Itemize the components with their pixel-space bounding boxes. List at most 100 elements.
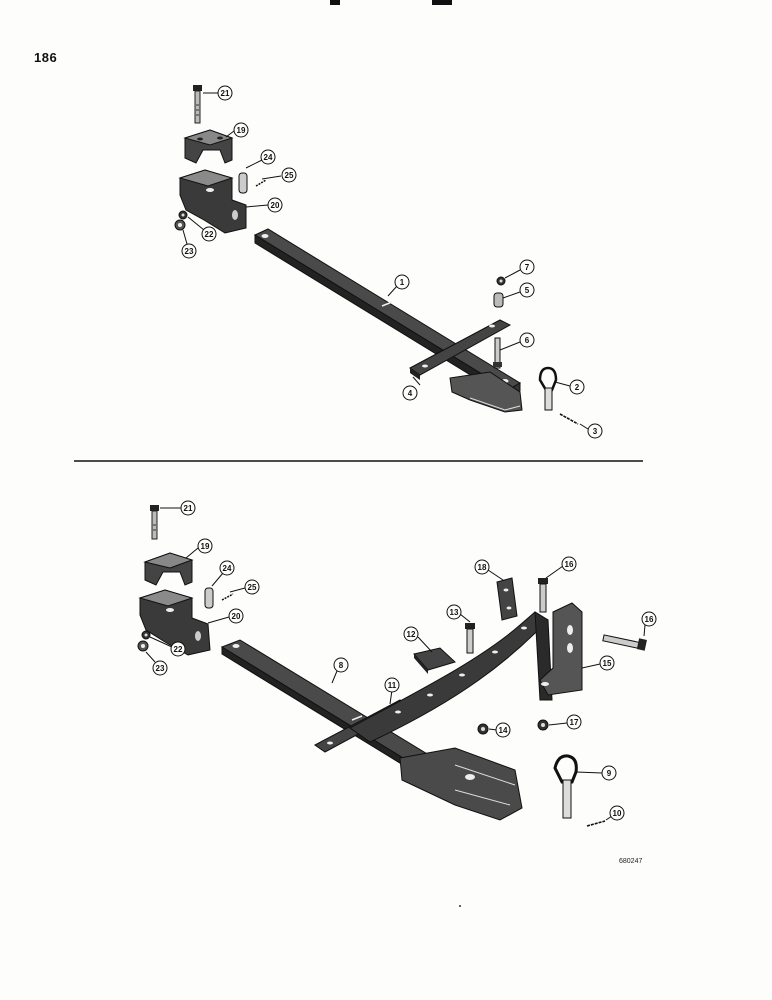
bolt-part-16 [538,578,548,613]
print-speck [459,905,461,907]
cotter-pin-part [221,593,234,601]
hitch-clevis-part [449,371,523,413]
nut-part-17 [537,719,549,731]
callout: 18 [474,559,490,575]
figure-code: 680247 [619,858,643,865]
svg-text:6: 6 [525,336,530,345]
nut-part-14 [477,723,489,735]
callout: 11 [384,677,400,693]
bolt-part [193,85,202,124]
plate-part [496,577,518,621]
callout: 20 [228,608,244,624]
cross-bar-part [409,319,512,380]
callout: 5 [519,282,535,298]
svg-text:15: 15 [603,659,612,668]
callout: 9 [601,765,617,781]
callout: 12 [403,626,419,642]
svg-text:22: 22 [205,230,214,239]
drawbar-part [253,228,521,399]
svg-text:10: 10 [613,809,622,818]
callout: 15 [599,655,615,671]
callout: 14 [495,722,511,738]
svg-text:25: 25 [285,171,294,180]
nut-part [141,630,151,640]
callout: 19 [233,122,249,138]
svg-text:21: 21 [221,89,230,98]
callout: 24 [260,149,276,165]
svg-text:19: 19 [237,126,246,135]
top-callouts: 21 19 24 25 20 22 23 1 7 5 6 4 2 3 [181,85,603,439]
bolt-part [150,505,159,540]
callout: 20 [267,197,283,213]
callout: 2 [569,379,585,395]
svg-text:12: 12 [407,630,416,639]
bottom-callouts: 21 19 24 25 20 22 23 18 16 13 12 16 15 8… [152,500,657,821]
svg-text:1: 1 [400,278,405,287]
callout: 6 [519,332,535,348]
pin-part [238,172,248,194]
svg-text:7: 7 [525,263,530,272]
cotter-pin-part-10 [586,820,606,827]
callout: 21 [180,500,196,516]
callout: 23 [181,243,197,259]
cotter-pin-part-3 [559,413,579,425]
svg-text:13: 13 [450,608,459,617]
callout: 24 [219,560,235,576]
offset-drawbar-part [349,611,553,743]
svg-text:20: 20 [271,201,280,210]
callout: 21 [217,85,233,101]
svg-text:8: 8 [339,661,344,670]
callout: 25 [244,579,260,595]
callout: 22 [201,226,217,242]
callout: 3 [587,423,603,439]
callout: 8 [333,657,349,673]
callout: 17 [566,714,582,730]
svg-text:21: 21 [184,504,193,513]
washer-part [137,640,149,652]
spacer-part [493,292,504,308]
callout: 4 [402,385,418,401]
svg-text:9: 9 [607,769,612,778]
svg-text:16: 16 [565,560,574,569]
drawbar-cap-part [183,129,234,164]
svg-text:2: 2 [575,383,580,392]
svg-text:24: 24 [223,564,232,573]
drawbar-support-part [178,169,247,234]
pin-part [204,587,214,609]
hitch-pin-part [553,754,578,819]
svg-text:19: 19 [201,542,210,551]
svg-text:23: 23 [185,247,194,256]
callout: 25 [281,167,297,183]
svg-text:23: 23 [156,664,165,673]
top-diagram: 21 19 24 25 20 22 23 1 7 5 6 4 2 3 [174,85,603,439]
drawbar-cap-part [143,552,194,586]
svg-text:14: 14 [499,726,508,735]
washer-part [174,219,186,231]
callout: 22 [170,641,186,657]
nut-part [178,210,188,220]
callout: 23 [152,660,168,676]
svg-text:24: 24 [264,153,273,162]
svg-text:4: 4 [408,389,413,398]
svg-text:22: 22 [174,645,183,654]
nut-part-7 [496,276,506,286]
hitch-pin-part [538,366,558,411]
cotter-pin-part [255,179,267,187]
svg-text:16: 16 [645,615,654,624]
page-number: 186 [34,50,58,65]
drawbar-support-part [138,589,211,656]
bolt-part-16b [602,634,647,651]
bolt-part-13 [465,623,475,654]
svg-text:11: 11 [388,681,397,690]
callout: 16 [561,556,577,572]
top-leader-lines [182,92,589,430]
svg-text:18: 18 [478,563,487,572]
callout: 13 [446,604,462,620]
hitch-bracket-part [539,602,583,696]
svg-text:17: 17 [570,718,579,727]
bottom-leader-lines [145,507,646,821]
bolt-part-6 [493,337,502,369]
callout: 7 [519,259,535,275]
